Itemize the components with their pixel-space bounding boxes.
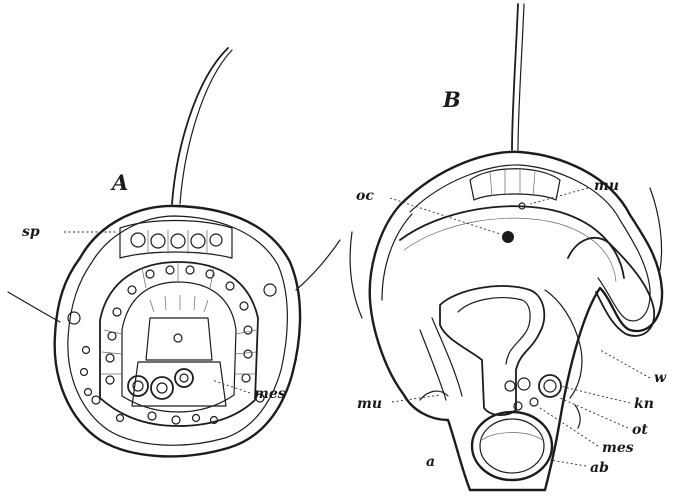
ciliated-band-b (400, 206, 624, 278)
leader-mes-b (540, 408, 598, 446)
leader-oc (390, 198, 500, 234)
label-a: a (426, 454, 435, 470)
leader-ab (550, 460, 586, 466)
leader-mu-top (530, 188, 588, 204)
panel-b: B oc mu w kn ot mu mes a ab (350, 4, 667, 490)
apical-tuft-a (172, 48, 228, 204)
cilium-right-b (650, 188, 662, 270)
cilium-left-b (350, 232, 362, 318)
apical-organ-b (470, 169, 560, 209)
label-mu-top: mu (594, 178, 619, 194)
label-sp: sp (22, 224, 40, 240)
panel-a: A sp mes (8, 48, 340, 456)
panel-a-title: A (110, 170, 128, 195)
label-kn: kn (634, 396, 654, 412)
body-outline-a (55, 206, 300, 456)
anal-bulb-b (472, 412, 552, 480)
right-lobe-b (568, 238, 654, 336)
label-ot: ot (632, 422, 648, 438)
apical-tuft-b (512, 4, 518, 150)
gut-epithelium-a (68, 262, 276, 426)
leader-mu-left (392, 395, 440, 402)
label-mes-a: mes (254, 386, 286, 402)
central-mass-a (117, 318, 227, 424)
leader-w (600, 350, 650, 378)
label-oc: oc (356, 188, 374, 204)
cilium-right-a (296, 240, 340, 290)
gut-b (420, 286, 582, 415)
cilium-left-a (8, 292, 60, 322)
leader-kn (560, 386, 630, 403)
label-w: w (654, 370, 667, 386)
leader-ot (560, 398, 628, 428)
panel-b-title: B (442, 87, 461, 112)
apical-plate-a (120, 221, 232, 259)
label-mu-left: mu (357, 396, 382, 412)
label-ab: ab (590, 460, 609, 476)
eye-spot (502, 231, 514, 243)
label-mes-b: mes (602, 440, 634, 456)
